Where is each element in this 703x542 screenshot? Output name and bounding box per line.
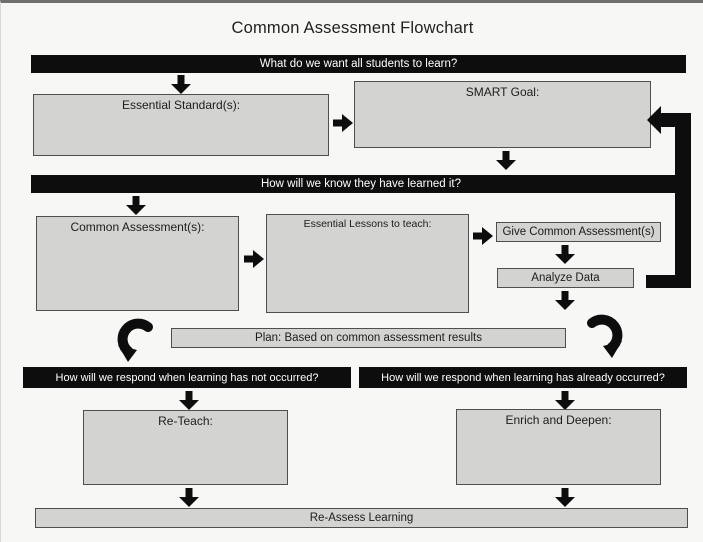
box-enrich-deepen-label: Enrich and Deepen: [505, 413, 612, 427]
box-reassess-learning-label: Re-Assess Learning [309, 512, 414, 524]
box-plan-label: Plan: Based on common assessment results [255, 332, 482, 344]
box-essential-lessons-label: Essential Lessons to teach: [303, 218, 432, 230]
page-title: Common Assessment Flowchart [231, 19, 474, 37]
arrow-down-to-reteach-icon [179, 391, 199, 410]
box-analyze-data-label: Analyze Data [531, 272, 600, 284]
arrow-down-to-enrich-icon [555, 391, 575, 410]
feedback-connector-top [661, 113, 691, 127]
box-common-assessments: Common Assessment(s): [36, 216, 239, 311]
arrow-down-from-reteach-icon [179, 488, 199, 507]
arrow-down-from-smart-goal-icon [496, 151, 516, 170]
box-reteach: Re-Teach: [83, 410, 288, 485]
arrow-down-from-analyze-data-icon [555, 291, 575, 310]
arrow-right-to-smart-goal-icon [333, 114, 353, 132]
banner-already-occurred: How will we respond when learning has al… [359, 367, 687, 388]
arrow-right-to-essential-lessons-icon [244, 250, 264, 268]
box-enrich-deepen: Enrich and Deepen: [456, 409, 661, 485]
box-give-common-assessment-label: Give Common Assessment(s) [502, 226, 655, 238]
box-reteach-label: Re-Teach: [158, 414, 213, 428]
box-give-common-assessment: Give Common Assessment(s) [496, 222, 661, 242]
box-essential-standards-label: Essential Standard(s): [121, 98, 241, 112]
box-essential-lessons: Essential Lessons to teach: [266, 214, 469, 313]
feedback-connector-vertical [675, 113, 691, 288]
box-smart-goal-label: SMART Goal: [465, 85, 540, 99]
box-reassess-learning: Re-Assess Learning [35, 508, 688, 528]
banner-what-learn: What do we want all students to learn? [31, 55, 686, 73]
banner-how-know: How will we know they have learned it? [31, 175, 691, 193]
arrow-right-to-give-common-assessment-icon [473, 227, 493, 245]
curved-arrow-left-icon [115, 318, 159, 362]
box-analyze-data: Analyze Data [497, 268, 634, 288]
box-plan: Plan: Based on common assessment results [171, 328, 566, 348]
banner-not-occurred: How will we respond when learning has no… [23, 367, 351, 388]
box-smart-goal: SMART Goal: [354, 81, 651, 148]
box-essential-standards: Essential Standard(s): [33, 94, 329, 156]
arrow-down-to-analyze-data-icon [555, 245, 575, 264]
curved-arrow-right-icon [581, 314, 625, 358]
arrow-down-to-common-assessments-icon [126, 196, 146, 215]
box-common-assessments-label: Common Assessment(s): [70, 220, 205, 234]
feedback-arrowhead-left-icon [647, 106, 661, 134]
arrow-down-to-essential-standards-icon [171, 75, 191, 94]
arrow-down-from-enrich-icon [555, 488, 575, 507]
